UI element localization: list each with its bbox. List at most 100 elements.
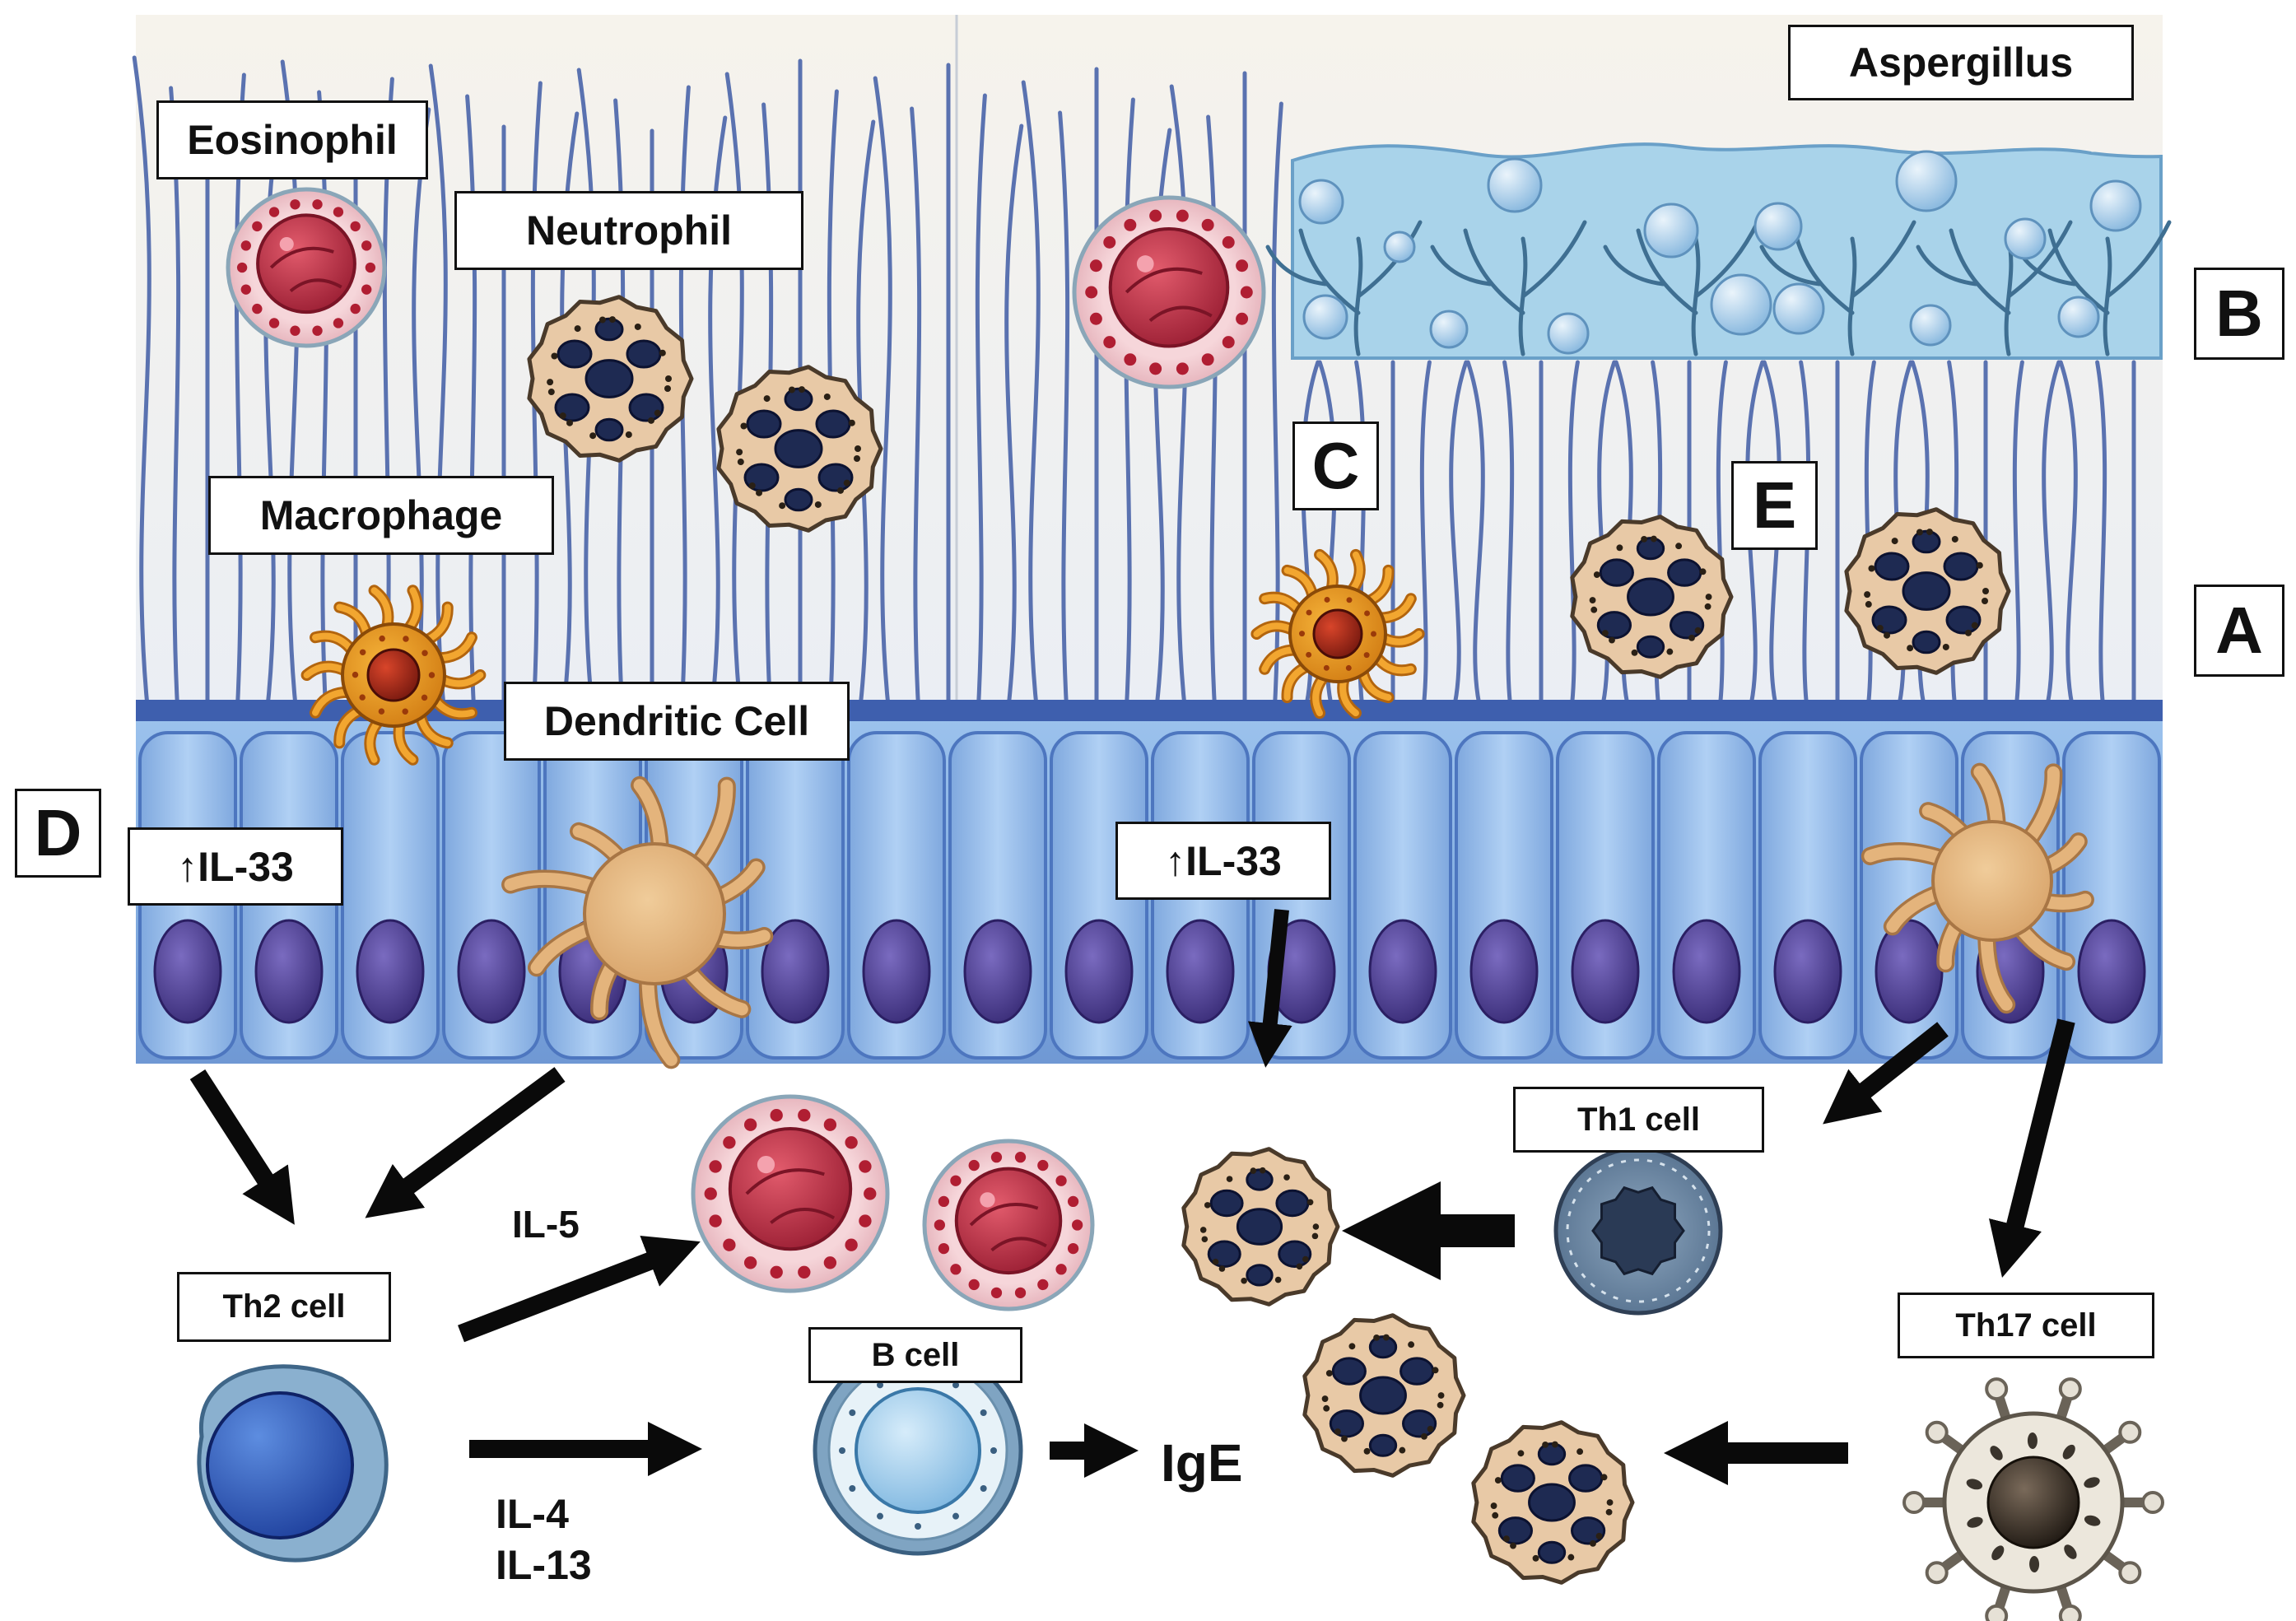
cilium	[169, 86, 181, 717]
region-letter-d: D	[15, 789, 101, 878]
aspergillus-spore	[2057, 296, 2100, 338]
cilium	[873, 76, 892, 717]
cilium	[1567, 360, 1580, 717]
cilium	[910, 106, 922, 717]
region-letter-a: A	[2194, 585, 2284, 677]
cilium	[530, 81, 543, 717]
cilium	[428, 63, 448, 717]
neutrophil-cell	[1302, 1313, 1466, 1478]
region-letter-e: E	[1731, 461, 1818, 550]
region-letter-b: B	[2194, 268, 2284, 360]
aspergillus-spore	[1547, 312, 1590, 355]
cilium	[1021, 80, 1041, 717]
arrow-th2-to-eosinophil	[458, 1236, 701, 1343]
cilium	[1169, 84, 1189, 717]
neutrophil-cell	[1570, 515, 1734, 679]
epithelial-cell	[1455, 731, 1553, 1060]
aspergillus-spore	[1772, 282, 1825, 335]
aspergillus-spore	[1895, 150, 1958, 212]
epithelium	[136, 700, 2163, 1064]
epithelial-cell	[1556, 731, 1655, 1060]
cilium	[1745, 360, 1765, 717]
epithelial-nucleus	[1571, 919, 1640, 1024]
il5-label: IL-5	[512, 1203, 580, 1246]
cilium	[2042, 360, 2061, 717]
eosinophil-cell	[691, 1094, 890, 1293]
macrophage-label: Macrophage	[208, 476, 554, 555]
cilium	[2058, 360, 2078, 717]
cilium	[1004, 123, 1024, 717]
arrow-il33-to-th2	[189, 1069, 295, 1225]
arrow-dendritic-to-th1	[1823, 1022, 1949, 1125]
epithelial-nucleus	[862, 919, 931, 1024]
neutrophil-cell	[1471, 1420, 1635, 1585]
cilium	[1449, 360, 1469, 717]
th1-cell-label: Th1 cell	[1513, 1087, 1764, 1153]
aspergillus-mucus-layer	[1265, 142, 2172, 360]
cilium	[1419, 360, 1432, 717]
neutrophil-cell	[527, 295, 694, 463]
cilium	[2012, 360, 2024, 717]
th2-cell-label: Th2 cell	[177, 1272, 391, 1342]
aspergillus-spore	[1302, 294, 1348, 340]
cilium	[1058, 110, 1070, 717]
epithelial-cell	[1050, 731, 1148, 1060]
cilium	[1502, 360, 1515, 717]
epithelial-nucleus	[254, 919, 324, 1024]
eosinophil-cell	[922, 1139, 1095, 1311]
aspergillus-spore	[2089, 179, 2142, 232]
dendritic-cell-label: Dendritic Cell	[504, 682, 850, 761]
neutrophil-cell	[1844, 507, 2011, 675]
aspergillus-spore	[1710, 273, 1772, 336]
cilium	[2095, 360, 2107, 717]
epithelial-nucleus	[963, 919, 1032, 1024]
epithelial-cell	[341, 731, 440, 1060]
dendritic-cell	[501, 776, 774, 1069]
epithelial-cell	[442, 731, 541, 1060]
il33-right-label: ↑IL-33	[1115, 822, 1331, 900]
epithelial-cell	[948, 731, 1047, 1060]
macrophage-cell	[1250, 548, 1425, 720]
il13-label: IL-13	[496, 1542, 592, 1588]
aspergillus-spore	[1487, 157, 1543, 213]
th2-cell	[197, 1364, 389, 1563]
il4-label: IL-4	[496, 1491, 569, 1537]
aspergillus-spore	[1643, 203, 1699, 259]
neutrophil-label: Neutrophil	[454, 191, 803, 270]
aspergillus-spore	[2004, 217, 2047, 260]
epithelial-nucleus	[153, 919, 222, 1024]
epithelial-nucleus	[1773, 919, 1842, 1024]
arrow-il33-to-neutrophil	[1247, 909, 1292, 1068]
region-letter-c: C	[1292, 422, 1379, 510]
epithelial-cell	[746, 731, 845, 1060]
aspergillus-label: Aspergillus	[1788, 25, 2134, 100]
hypha	[1430, 220, 1587, 356]
hypha	[1603, 220, 1760, 356]
epithelial-nucleus	[356, 919, 425, 1024]
cilium	[1799, 360, 1811, 717]
cilium	[975, 93, 987, 717]
aspergillus-spore	[1909, 304, 1952, 347]
epithelial-nucleus	[761, 919, 830, 1024]
neutrophil-cell	[1181, 1147, 1340, 1307]
epithelial-nucleus	[1064, 919, 1134, 1024]
cilium	[412, 107, 431, 717]
cilium	[132, 55, 151, 717]
arrow-dendritic-to-th2	[365, 1067, 566, 1218]
hypha	[1759, 220, 1916, 356]
cilium	[1301, 360, 1320, 717]
cilium	[1465, 360, 1485, 717]
epithelial-nucleus	[2077, 919, 2146, 1024]
aspergillus-spore	[1383, 231, 1416, 263]
epithelial-nucleus	[457, 919, 526, 1024]
epithelial-nucleus	[1672, 919, 1741, 1024]
epithelial-cell	[847, 731, 946, 1060]
eosinophil-label: Eosinophil	[156, 100, 428, 179]
epithelial-nucleus	[1166, 919, 1235, 1024]
aspergillus-spore	[1753, 202, 1803, 251]
arrow-dendritic-to-th17	[1988, 1018, 2075, 1279]
aspergillus-spore	[1298, 179, 1344, 225]
neutrophil-cell	[716, 365, 883, 533]
cilium	[1123, 97, 1135, 717]
